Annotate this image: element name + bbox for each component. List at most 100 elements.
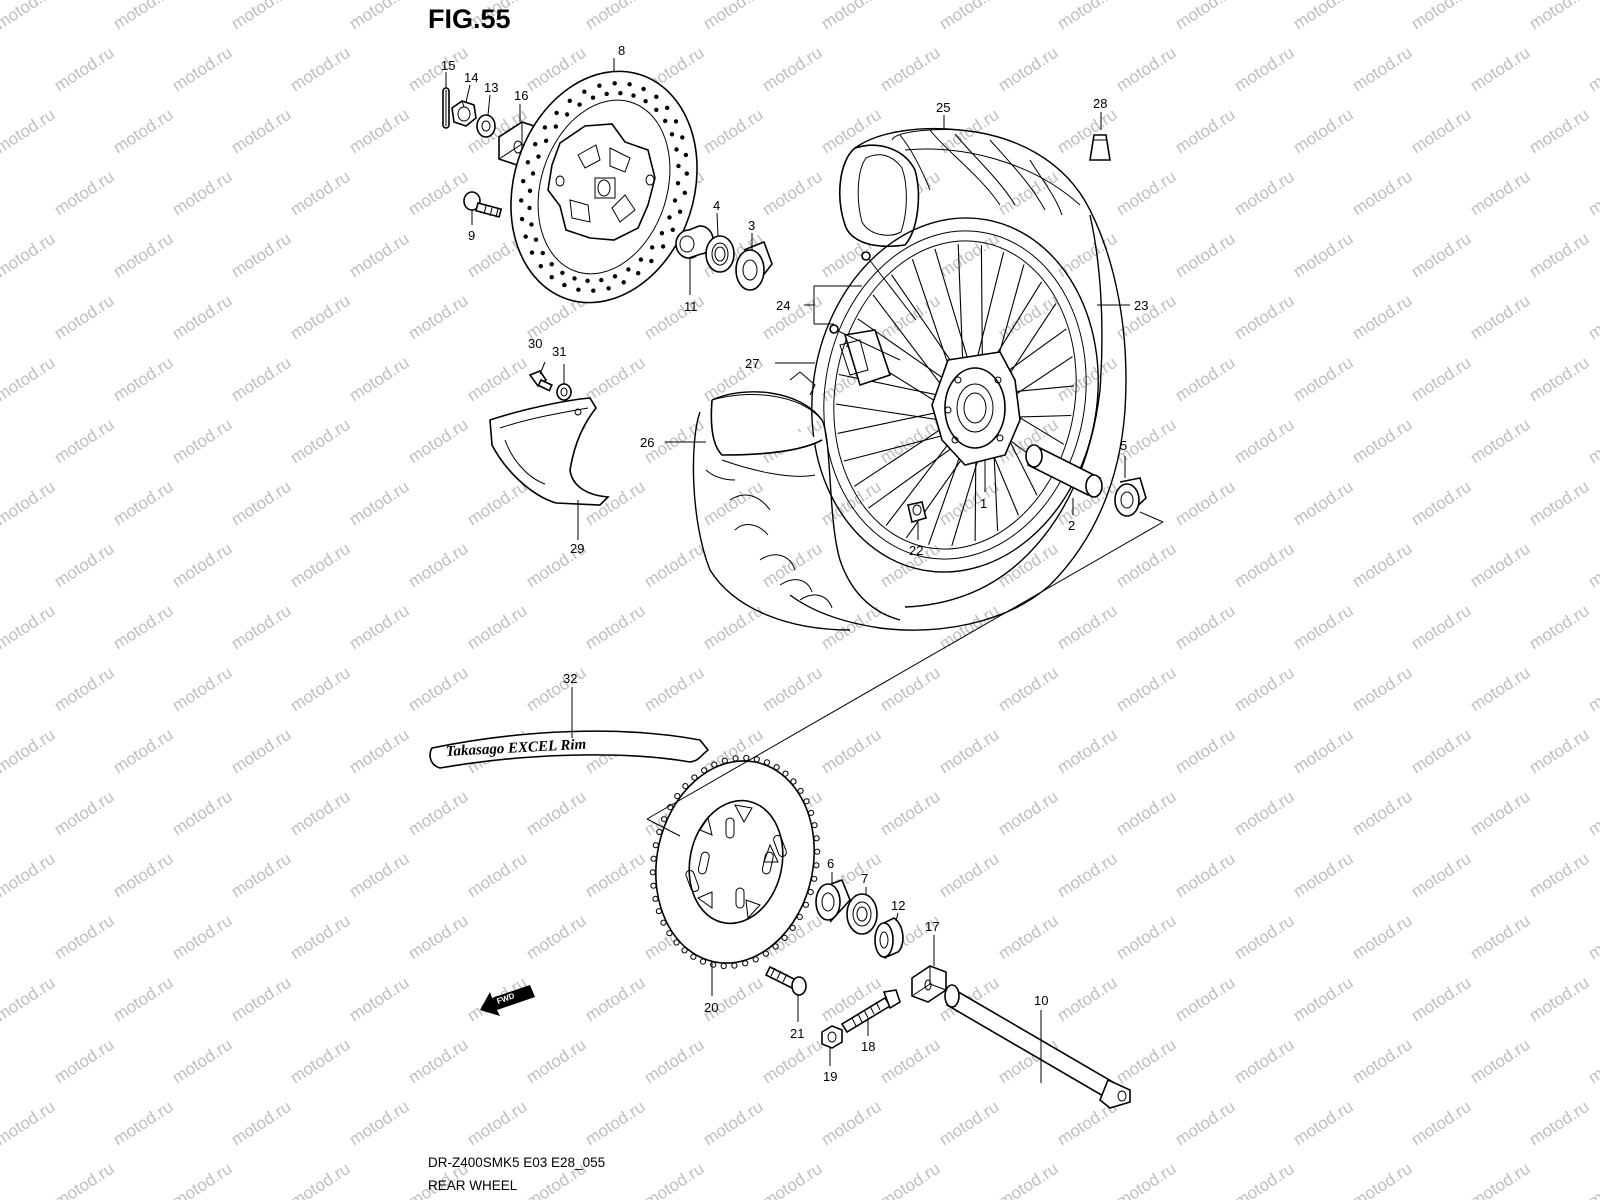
sprocket-tooth (701, 767, 708, 774)
nut-19 (821, 1025, 843, 1049)
sprocket-tooth (808, 809, 815, 816)
assembly-guide-lines (646, 511, 1164, 837)
sprocket-tooth (690, 953, 697, 960)
bearing-6 (815, 878, 851, 923)
disc-hole (523, 234, 528, 239)
disc-hole (665, 105, 670, 111)
sprocket-tooth (811, 875, 818, 882)
sprocket-tooth (753, 756, 760, 763)
brake-disc-8 (510, 70, 698, 304)
disc-hole (618, 91, 623, 96)
disc-hole (519, 198, 524, 203)
washer-31 (556, 383, 572, 401)
callout-7: 7 (861, 871, 868, 886)
rim-decal-text: Takasago EXCEL Rim (445, 737, 586, 760)
sprocket-tooth (807, 889, 814, 896)
axle-10 (944, 984, 1131, 1109)
sprocket-tooth (813, 835, 820, 842)
sprocket-tooth (743, 754, 750, 762)
callout-12: 12 (891, 898, 905, 913)
disc-cover-29 (489, 397, 610, 506)
spoke-nipple-22 (907, 501, 927, 523)
sprocket-tooth (650, 882, 657, 889)
disc-hole (672, 198, 678, 203)
oil-seal-4 (705, 235, 735, 273)
disc-hole (612, 81, 617, 86)
callout-2: 2 (1068, 518, 1075, 533)
sprocket-tooth (790, 778, 797, 785)
figure-code: DR-Z400SMK5 E03 E28_055 (428, 1155, 606, 1170)
sprocket-tooth (674, 793, 681, 800)
rim-decal-32: Takasago EXCEL Rim (429, 730, 710, 769)
disc-hole (553, 124, 558, 129)
disc-hole (676, 163, 681, 169)
sprocket-tooth (803, 798, 810, 805)
figure-name: REAR WHEEL (428, 1178, 518, 1193)
sprocket-tooth (710, 961, 717, 968)
callout-19: 19 (823, 1069, 837, 1084)
axle-nut-14 (451, 100, 477, 127)
callout-18: 18 (861, 1039, 875, 1054)
disc-hole (667, 215, 672, 220)
disc-hole (572, 276, 577, 281)
washer-13 (476, 114, 496, 138)
bolt-30 (528, 370, 553, 392)
disc-hole (529, 222, 534, 227)
disc-hole (527, 188, 533, 193)
disc-hole (606, 286, 611, 291)
disc-hole (533, 237, 539, 242)
disc-hole (659, 231, 665, 236)
disc-hole (590, 95, 596, 100)
callout-14: 14 (464, 70, 478, 85)
chain-adjuster-17 (911, 965, 947, 1003)
callout-16: 16 (514, 88, 528, 103)
callout-1: 1 (980, 496, 987, 511)
hub-1 (931, 351, 1021, 466)
callout-8: 8 (618, 43, 625, 58)
disc-hole (549, 275, 554, 280)
callout-24: 24 (776, 298, 790, 313)
disc-hole (621, 280, 626, 285)
disc-hole (564, 112, 570, 117)
cotter-pin-15 (442, 87, 450, 129)
callout-30: 30 (528, 336, 542, 351)
sprocket-tooth (813, 862, 820, 869)
disc-hole (673, 119, 679, 124)
callout-29: 29 (570, 541, 584, 556)
sprocket-tooth (681, 947, 688, 954)
sprocket-tooth (721, 757, 728, 764)
leader-lines (445, 58, 1130, 1083)
sprocket-tooth (763, 759, 771, 766)
callout-15: 15 (441, 58, 455, 73)
disc-hole (549, 262, 554, 267)
callout-5: 5 (1120, 438, 1127, 453)
disc-hole (636, 271, 641, 276)
callout-22: 22 (909, 543, 923, 558)
callout-17: 17 (925, 919, 939, 934)
disc-hole (643, 99, 648, 104)
disc-hole (650, 245, 655, 250)
disc-hole (649, 258, 654, 264)
sprocket-tooth (660, 919, 667, 926)
disc-hole (529, 250, 535, 255)
sprocket-tooth (797, 787, 804, 794)
sprocket-tooth (652, 895, 659, 902)
disc-hole (597, 83, 602, 88)
sprocket-tooth (691, 774, 698, 781)
disc-hole (525, 160, 531, 165)
figure-title: FIG.55 (428, 4, 511, 34)
sprocket-tooth (796, 913, 803, 921)
disc-hole (543, 138, 549, 143)
disc-bolt-9 (463, 191, 503, 218)
disc-hole (631, 93, 636, 98)
callout-3: 3 (748, 218, 755, 233)
disc-hole (638, 257, 644, 262)
valve-cap-28 (1089, 134, 1111, 161)
disc-hole (540, 250, 545, 256)
sprocket-tooth (732, 755, 739, 762)
disc-hole (577, 102, 582, 107)
disc-hole (680, 135, 685, 140)
disc-hole (530, 171, 536, 176)
disc-hole (527, 205, 532, 211)
sprocket-tooth (752, 956, 759, 963)
